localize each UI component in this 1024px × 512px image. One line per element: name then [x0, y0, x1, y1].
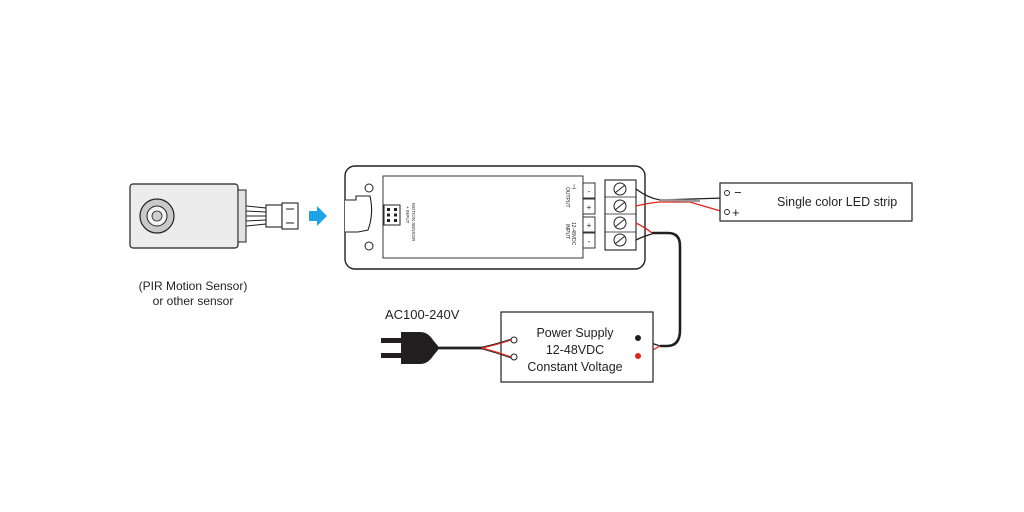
led-pad-plus: [724, 209, 730, 215]
output-symbol-icon: ⊥: [571, 184, 577, 191]
sign-plus-1: +: [587, 203, 592, 212]
power-supply: Power Supply 12-48VDC Constant Voltage: [500, 311, 654, 383]
led-minus-sign: −: [734, 185, 742, 200]
sign-box-4: [582, 232, 596, 249]
mains-label: AC100-240V: [385, 307, 460, 322]
led-strip-label: Single color LED strip: [777, 195, 897, 209]
sensor-lens-center: [151, 210, 163, 222]
input-label-2: 12-48VDC: [570, 222, 576, 246]
ps-dc-terminal-positive: [635, 353, 641, 359]
power-supply-body: [500, 311, 654, 383]
pin-header: [383, 204, 401, 226]
output-label: OUTPUT: [564, 187, 570, 208]
power-supply-line1: Power Supply: [536, 326, 614, 340]
sign-box-1: [582, 182, 596, 199]
led-plus-sign: +: [732, 205, 740, 220]
sensor-caption-line2: or other sensor: [153, 294, 234, 308]
mount-hole-bottom: [364, 241, 374, 251]
led-pad-minus: [724, 190, 730, 196]
sign-minus-2: -: [588, 237, 591, 246]
sign-box-2: [582, 198, 596, 215]
power-supply-line3: Constant Voltage: [527, 360, 622, 374]
input-label-1: INPUT: [564, 224, 570, 239]
sign-box-3: [582, 216, 596, 233]
sensor-caption-line1: (PIR Motion Sensor): [139, 279, 248, 293]
sign-plus-2: +: [587, 221, 592, 230]
port-label-1: + INPUT: [405, 206, 410, 224]
mount-hole-top: [364, 183, 374, 193]
port-label-2: MOTION SENSOR: [411, 203, 416, 242]
sensor-connector: [265, 202, 299, 230]
plug-in-arrow-icon: [309, 206, 327, 226]
ac-plug-icon: [381, 332, 438, 364]
controller: + INPUT MOTION SENSOR OUTPUT INPUT 12-48…: [344, 165, 646, 270]
sensor-cable: [245, 205, 267, 227]
led-strip: − + Single color LED strip: [719, 182, 913, 222]
pir-sensor: [129, 183, 247, 249]
sensor-side: [237, 189, 247, 243]
ps-ac-terminal-2: [510, 353, 518, 361]
led-strip-body: [719, 182, 913, 222]
power-supply-line2: 12-48VDC: [546, 343, 604, 357]
sign-minus-1: -: [588, 187, 591, 196]
ps-dc-terminal-negative: [635, 335, 641, 341]
output-wires: [635, 188, 725, 213]
sensor-port: [345, 195, 373, 233]
ps-ac-terminal-1: [510, 336, 518, 344]
mains-cable: [438, 338, 512, 359]
